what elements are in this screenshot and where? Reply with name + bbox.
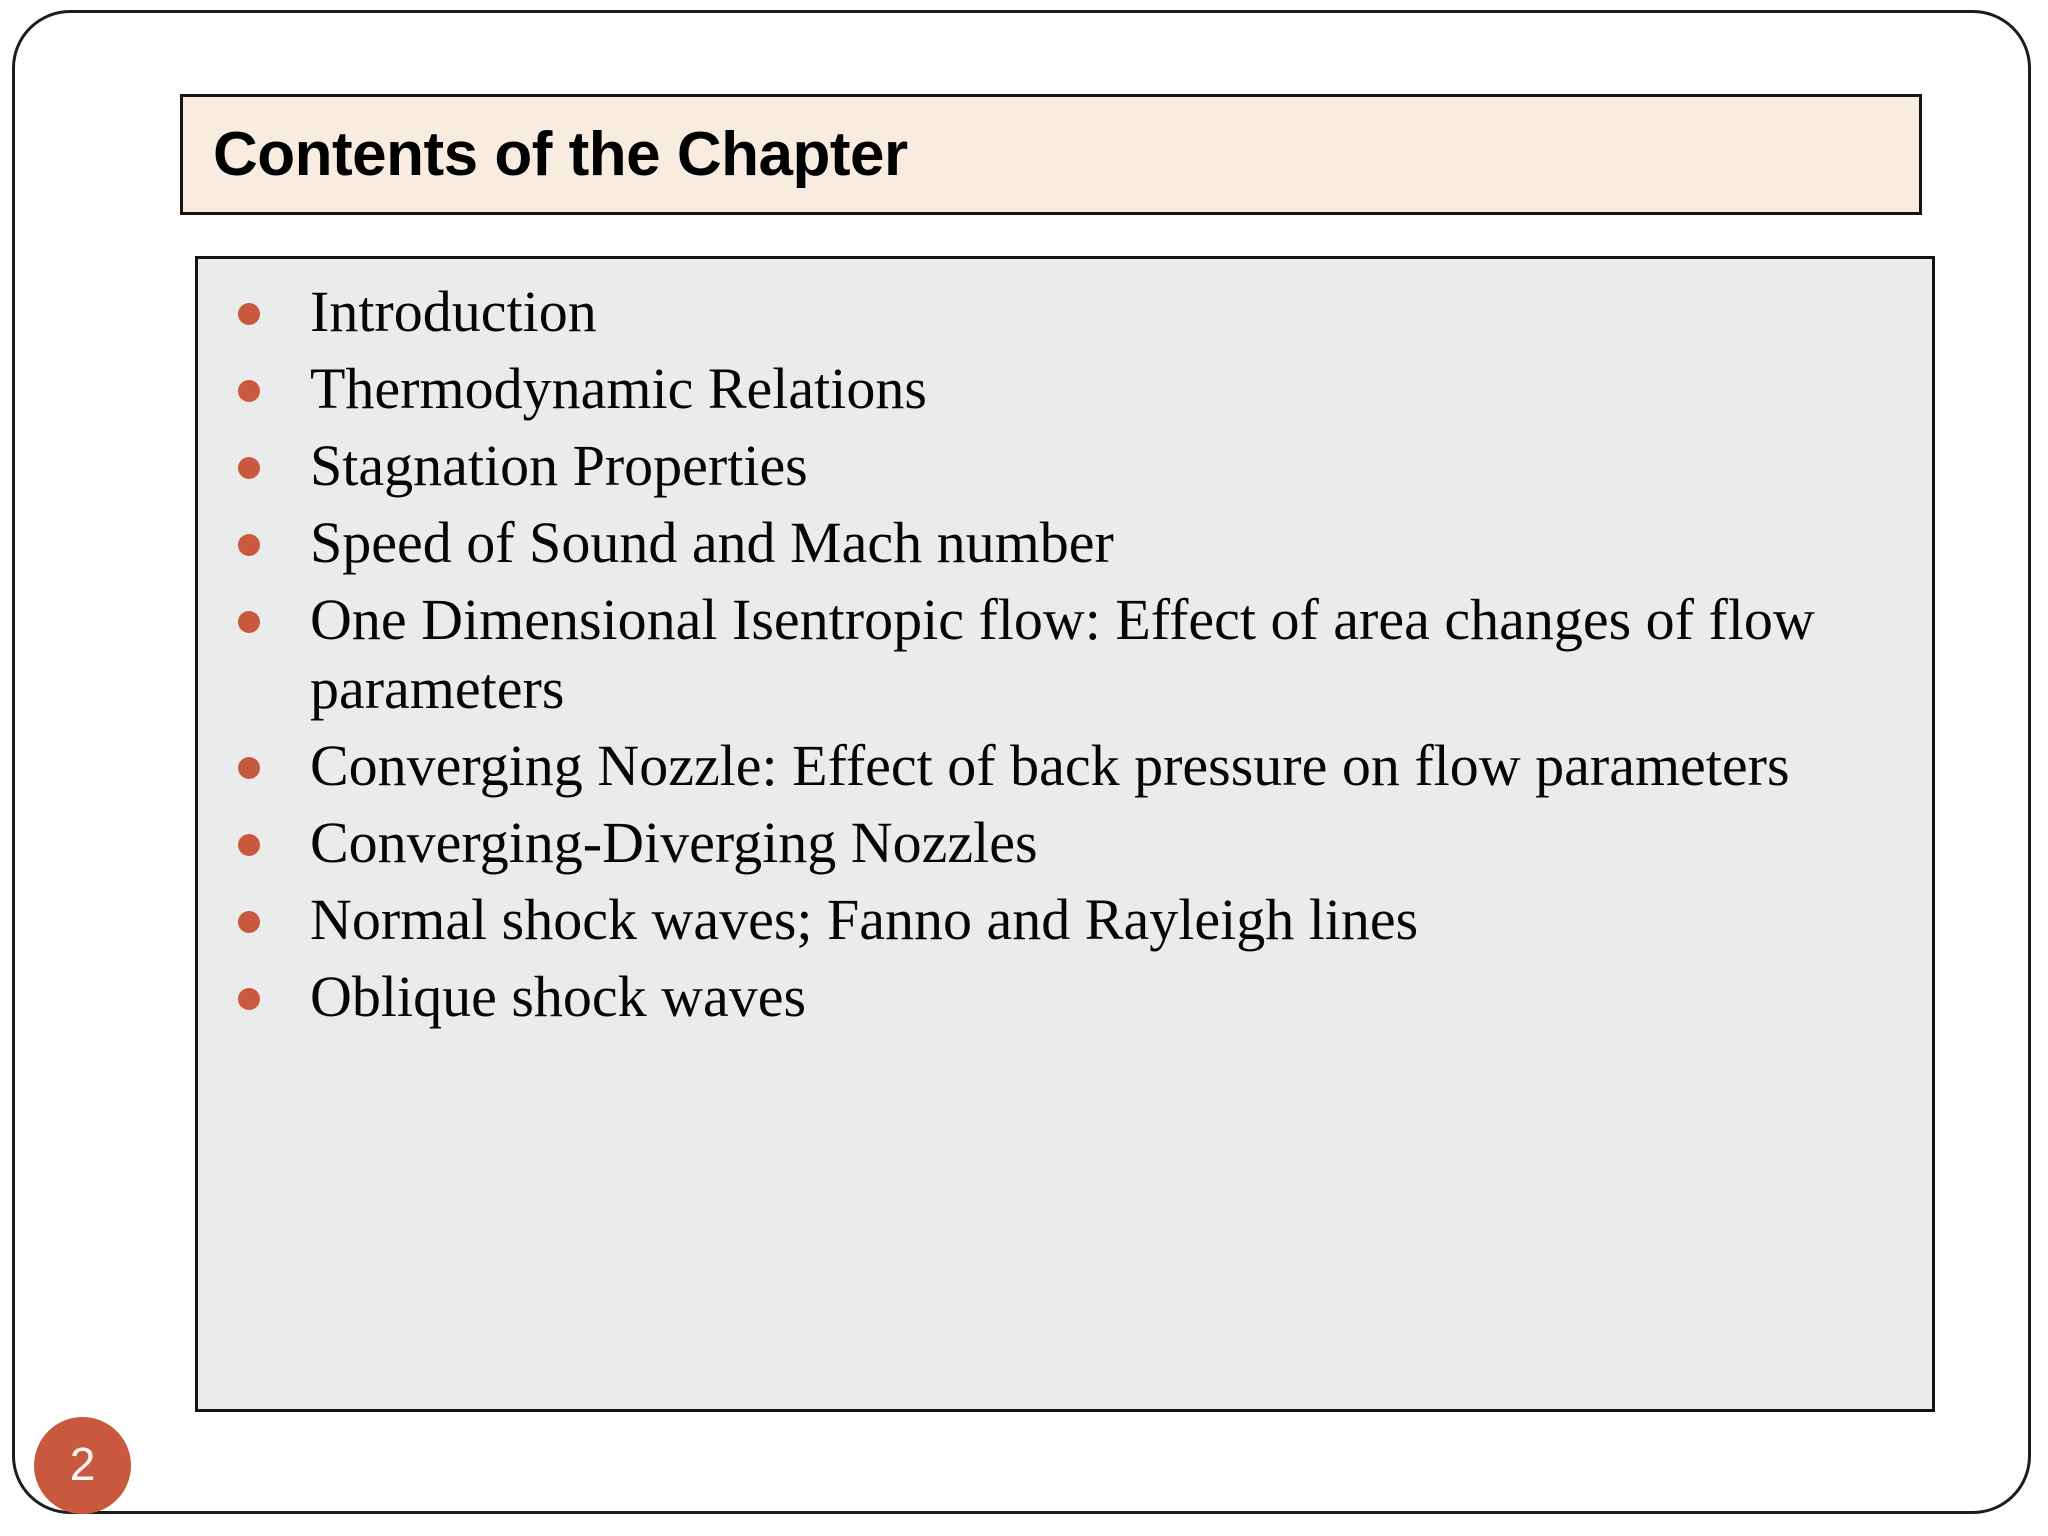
bullet-dot-icon	[238, 611, 260, 634]
bullet-dot-icon	[238, 457, 260, 480]
page-number-badge: 2	[34, 1417, 131, 1514]
list-item: One Dimensional Isentropic flow: Effect …	[224, 585, 1906, 723]
list-item-label: Stagnation Properties	[310, 433, 808, 499]
bullet-dot-icon	[238, 757, 260, 780]
page-title: Contents of the Chapter	[213, 119, 908, 189]
list-item: Oblique shock waves	[224, 962, 1906, 1031]
list-item-label: Thermodynamic Relations	[310, 356, 927, 422]
slide-content-box: Introduction Thermodynamic Relations Sta…	[195, 256, 1935, 1412]
bullet-dot-icon	[238, 303, 260, 325]
list-item: Speed of Sound and Mach number	[224, 508, 1906, 577]
list-item: Stagnation Properties	[224, 431, 1906, 500]
contents-bullet-list: Introduction Thermodynamic Relations Sta…	[224, 277, 1906, 1031]
slide-border-frame	[12, 10, 2031, 1514]
list-item-label: Normal shock waves; Fanno and Rayleigh l…	[310, 887, 1419, 953]
page-number-label: 2	[69, 1438, 96, 1490]
bullet-dot-icon	[238, 534, 260, 557]
list-item-label: Speed of Sound and Mach number	[310, 510, 1114, 576]
bullet-dot-icon	[238, 988, 260, 1011]
list-item: Normal shock waves; Fanno and Rayleigh l…	[224, 885, 1906, 954]
bullet-dot-icon	[238, 911, 260, 934]
list-item: Converging Nozzle: Effect of back pressu…	[224, 731, 1906, 800]
list-item: Converging-Diverging Nozzles	[224, 808, 1906, 877]
bullet-dot-icon	[238, 834, 260, 857]
list-item: Thermodynamic Relations	[224, 354, 1906, 423]
list-item-label: Converging Nozzle: Effect of back pressu…	[310, 733, 1790, 799]
list-item-label: Introduction	[310, 279, 597, 344]
list-item-label: Converging-Diverging Nozzles	[310, 810, 1038, 876]
list-item-label: One Dimensional Isentropic flow: Effect …	[310, 587, 1815, 722]
list-item-label: Oblique shock waves	[310, 964, 807, 1030]
slide-title-box: Contents of the Chapter	[180, 94, 1922, 215]
bullet-dot-icon	[238, 380, 260, 403]
list-item: Introduction	[224, 277, 1906, 346]
